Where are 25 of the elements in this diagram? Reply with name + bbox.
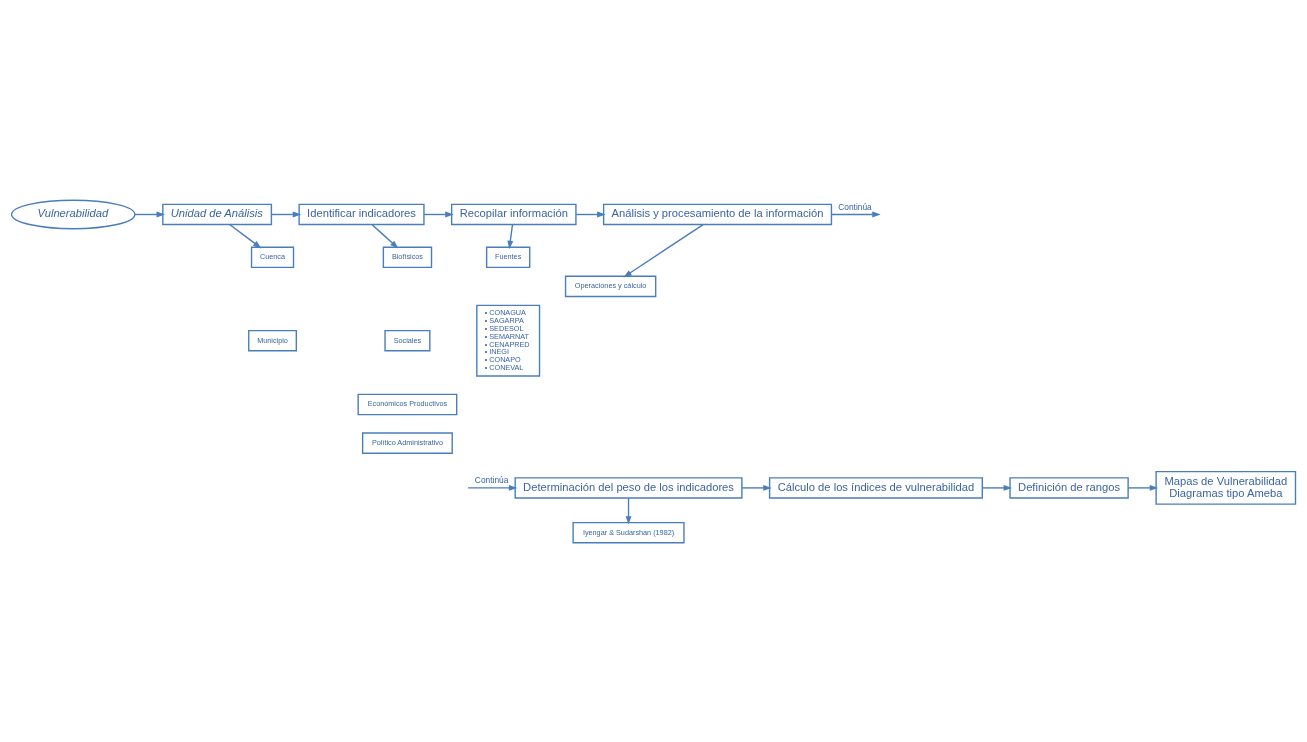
arrow	[134, 211, 165, 217]
arrow	[981, 484, 1013, 491]
node-box: Unidad de Análisis	[162, 203, 273, 225]
node-box: Determinación del peso de los indicadores	[514, 476, 743, 499]
node-box: Recopilar información	[450, 203, 577, 225]
arrow	[1127, 484, 1159, 491]
arrow	[741, 484, 772, 491]
arrow	[270, 211, 302, 217]
node-box: Cálculo de los índices de vulnerabilidad	[768, 476, 983, 499]
node-box: Análisis y procesamiento de la información	[602, 203, 833, 225]
node-box: Definición de rangos	[1009, 476, 1129, 499]
node-box: Identificar indicadores	[298, 203, 425, 225]
edge-label: Continúa	[838, 201, 872, 212]
arrow	[575, 211, 606, 217]
arrow	[625, 496, 632, 525]
arrow	[507, 223, 514, 249]
arrow	[467, 484, 518, 491]
arrow	[229, 223, 262, 248]
arrow	[423, 211, 454, 217]
arrow	[371, 223, 399, 249]
edge-label: Continúa	[474, 474, 509, 485]
node-ellipse: Vulnerabilidad	[10, 199, 136, 229]
node-box: Mapas de Vulnerabilidad Diagramas tipo Ameba	[1155, 470, 1297, 505]
arrow	[623, 223, 704, 277]
arrow	[830, 211, 881, 217]
